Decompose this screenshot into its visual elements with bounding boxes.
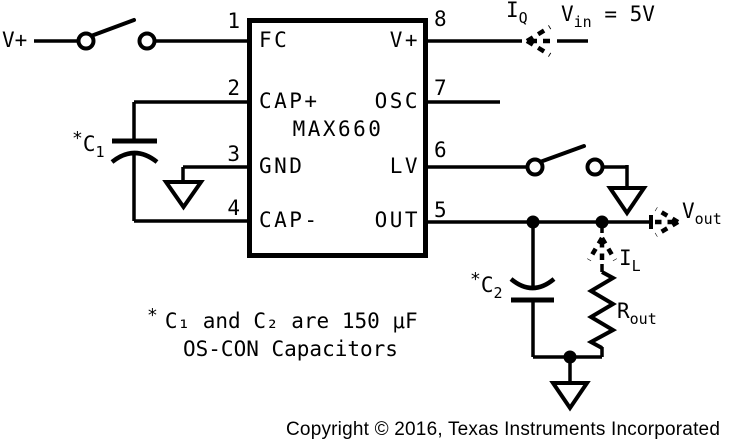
rout-label: Rout — [617, 299, 657, 329]
pin-number-5: 5 — [434, 198, 447, 222]
pin-number-6: 6 — [434, 138, 447, 162]
pin-number-1: 1 — [227, 9, 240, 33]
vplus-source-label: V+ — [2, 28, 28, 52]
switch-lv — [428, 144, 629, 188]
ground-symbol-lv — [606, 186, 648, 217]
ic-pin-label-gnd: GND — [259, 154, 305, 178]
ic-pin-label-cap-plus: CAP+ — [259, 89, 320, 113]
c2-label: *C2 — [470, 269, 503, 302]
ground-symbol-gnd-pin — [162, 165, 248, 211]
ic-pin-label-out: OUT — [374, 208, 420, 232]
switch-fc — [34, 18, 248, 51]
pin-number-8: 8 — [434, 7, 447, 31]
capacitor-note-line2: OS-CON Capacitors — [183, 337, 398, 361]
ic-pin-label-cap-minus: CAP- — [259, 208, 320, 232]
capacitor-note-line1: *C₁ and C₂ are 150 μF — [147, 305, 418, 333]
ic-part-number: MAX660 — [292, 117, 384, 141]
pin-number-4: 4 — [227, 196, 240, 220]
current-arrow-iq — [525, 25, 553, 57]
iq-current-label: IQ — [506, 0, 528, 27]
junction-dots — [526, 215, 609, 364]
pin-number-2: 2 — [227, 76, 240, 100]
ic-pin-label-vplus: V+ — [389, 28, 420, 52]
capacitor-c2 — [509, 222, 556, 357]
ic-pin-label-fc: FC — [259, 28, 290, 52]
vout-label: Vout — [682, 199, 722, 229]
pin-number-3: 3 — [227, 142, 240, 166]
ground-symbol-output — [533, 355, 602, 412]
vin-label: Vin = 5V — [561, 2, 655, 32]
pin-number-7: 7 — [434, 76, 447, 100]
arrow-vout — [654, 207, 680, 237]
capacitor-c1 — [110, 100, 248, 223]
ic-pin-label-lv: LV — [389, 154, 420, 178]
copyright-text: Copyright © 2016, Texas Instruments Inco… — [286, 419, 721, 440]
current-arrow-il — [587, 236, 617, 263]
c1-label: *C1 — [72, 128, 105, 161]
ic-pin-label-osc: OSC — [374, 89, 420, 113]
il-current-label: IL — [619, 246, 641, 276]
ic-body-outline — [247, 18, 428, 258]
